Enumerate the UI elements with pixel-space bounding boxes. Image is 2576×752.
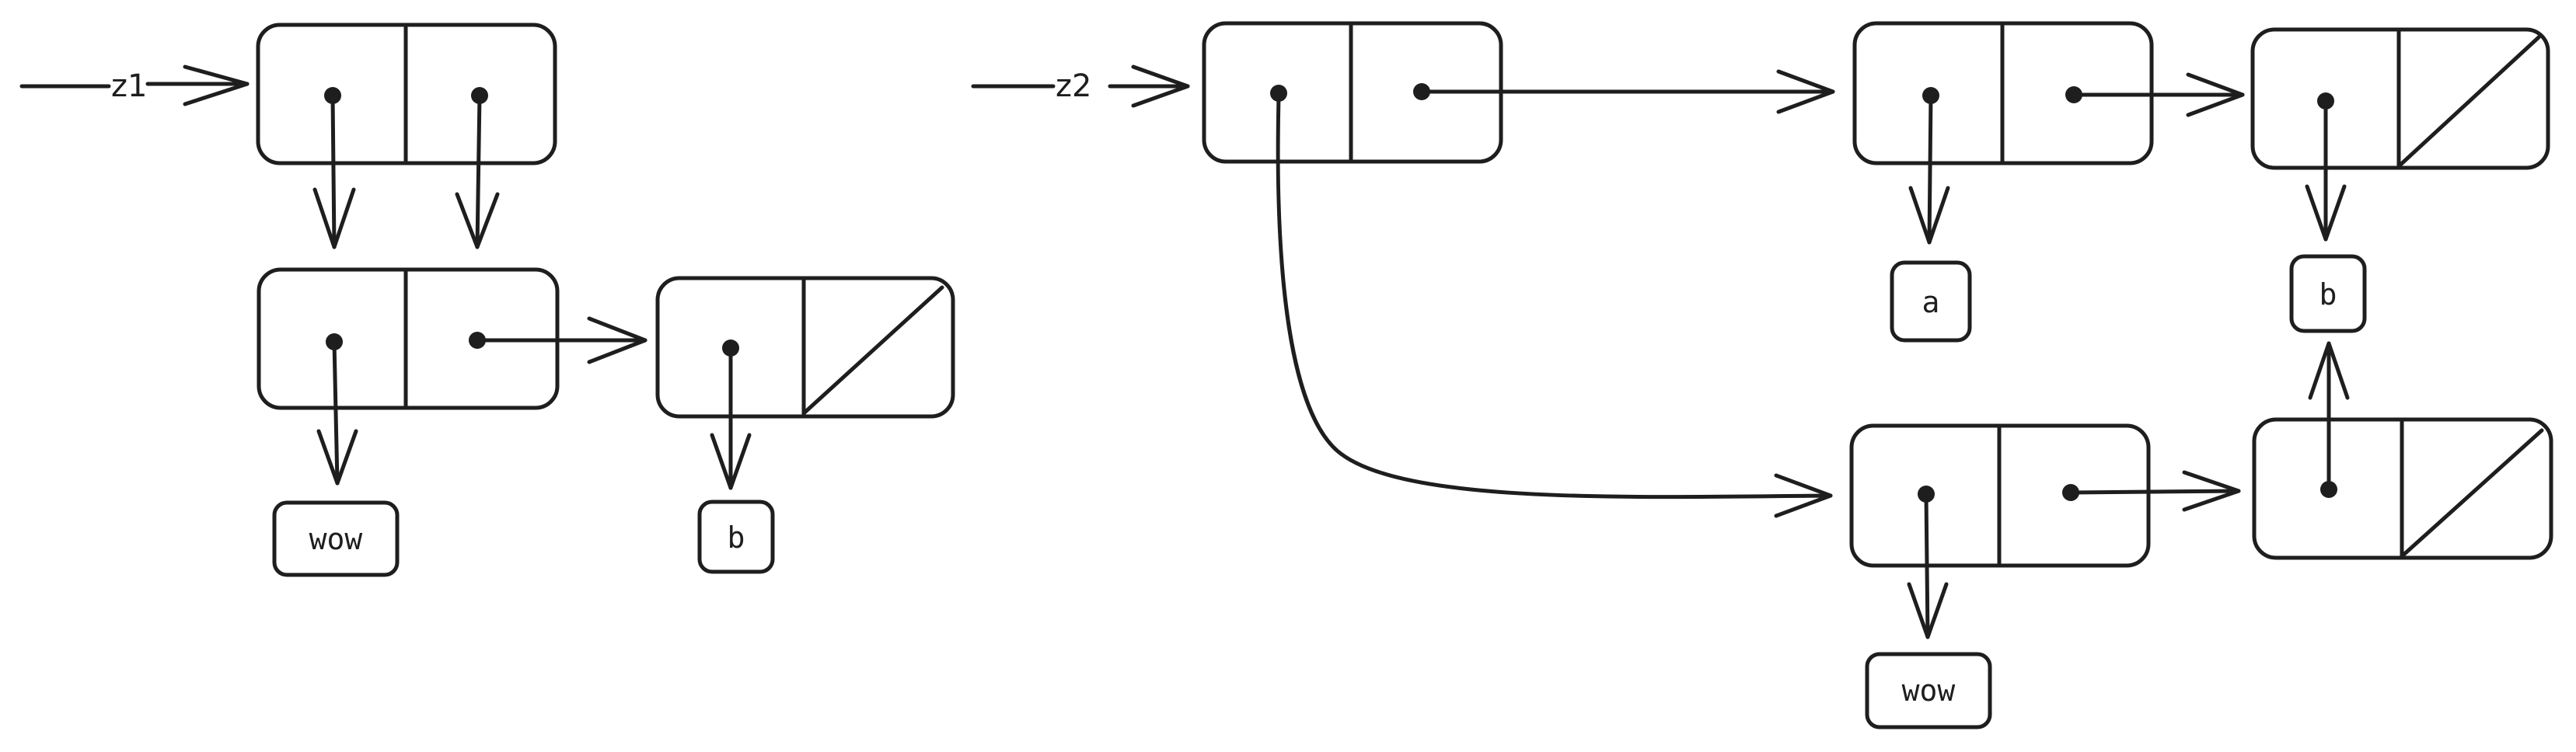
atom-b-2-text: b: [2319, 277, 2337, 312]
atom-wow-1-text: wow: [309, 522, 363, 556]
z2-lower-cons-cell: [1849, 423, 2151, 568]
z1-cdr-arrow: [455, 93, 500, 249]
z1-pointer: z1: [19, 64, 250, 106]
z1-car-arrow: [312, 93, 356, 249]
z2-lower-car-arrow: [1907, 492, 1949, 639]
z2-lower-cdr-arrow: [2068, 470, 2241, 512]
z2-upper-cons-cell-b: [2250, 27, 2550, 170]
atom-wow-1: wow: [272, 500, 400, 577]
z2-pointer: z2: [971, 64, 1190, 108]
z2-upper-a-cdr-arrow: [2072, 72, 2245, 117]
nil-slash: [2396, 35, 2541, 169]
z2-upper-a-car-arrow: [1908, 93, 1950, 245]
z1-middle-cdr-arrow: [475, 316, 647, 364]
z2-top-cdr-arrow: [1419, 69, 1835, 114]
z1-top-cons-cell: [256, 23, 557, 165]
z2-label: z2: [1056, 68, 1091, 104]
z1-middle-car-arrow: [316, 339, 358, 486]
atom-a: a: [1890, 260, 1972, 343]
atom-b-2: b: [2289, 254, 2367, 333]
z1-right-car-arrow: [710, 346, 752, 490]
atom-wow-2-text: wow: [1902, 674, 1956, 708]
z2-lower-right-cons-cell: [2252, 417, 2553, 560]
atom-b-1: b: [697, 500, 775, 574]
atom-a-text: a: [1922, 285, 1940, 319]
z2-structure: z2: [971, 21, 2553, 729]
nil-slash: [801, 285, 944, 416]
z2-lower-right-car-arrow: [2308, 341, 2350, 492]
z1-label: z1: [111, 68, 147, 104]
z2-upper-b-car-arrow: [2305, 99, 2347, 242]
z2-top-car-arrow: [1276, 91, 1833, 518]
z1-right-cons-cell: [655, 276, 955, 419]
atom-b-1-text: b: [728, 520, 745, 555]
atom-wow-2: wow: [1865, 652, 1992, 729]
nil-slash: [2400, 428, 2544, 559]
z1-structure: z1: [19, 23, 955, 577]
